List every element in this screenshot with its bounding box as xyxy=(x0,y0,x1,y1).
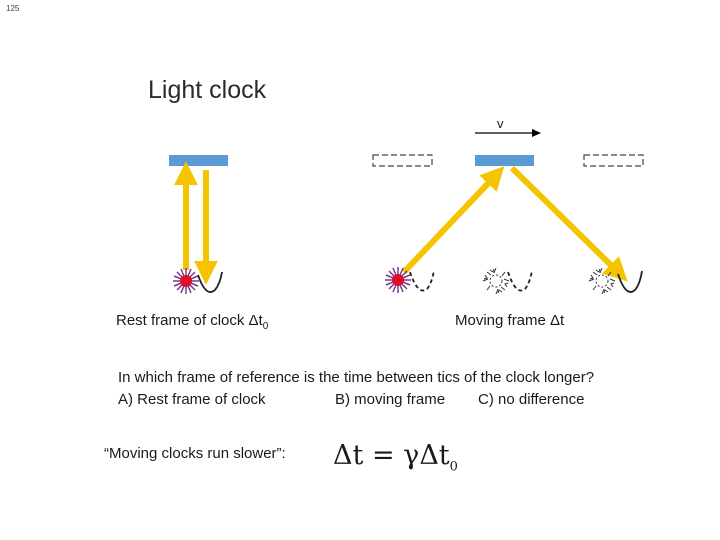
velocity-arrow xyxy=(475,129,541,137)
moving-frame-clock xyxy=(372,154,644,295)
moving-emitter-burst-icon xyxy=(385,267,411,293)
rest-emitter-burst-icon xyxy=(173,268,199,294)
burst-outline-icon-right xyxy=(588,267,616,295)
moving-light-ray-up xyxy=(401,166,505,275)
rest-detector-icon xyxy=(197,271,223,293)
velocity-label: v xyxy=(497,116,504,131)
moving-detector-icon-1 xyxy=(409,269,435,292)
burst-outline-icon-middle xyxy=(482,267,510,295)
rest-frame-caption: Rest frame of clock Δt0 xyxy=(116,312,269,332)
time-dilation-formula: Δt = γΔt0 xyxy=(333,440,458,474)
moving-frame-caption: Moving frame Δt xyxy=(455,312,565,329)
question-text: In which frame of reference is the time … xyxy=(118,369,595,386)
rest-mirror xyxy=(169,155,228,166)
moving-mirror xyxy=(475,155,534,166)
option-b: B) moving frame xyxy=(335,391,446,408)
option-a: A) Rest frame of clock xyxy=(118,391,266,408)
option-c: C) no difference xyxy=(478,391,585,408)
mirror-outline-right xyxy=(583,154,644,167)
formula-lhs: Δt xyxy=(333,440,364,471)
rest-frame-clock xyxy=(169,155,228,294)
formula-rhs-subscript: 0 xyxy=(449,459,458,475)
moving-detector-icon-2 xyxy=(507,269,533,292)
mirror-outline-left xyxy=(372,154,433,167)
formula-gamma: γ xyxy=(403,440,420,471)
formula-rhs: Δt xyxy=(419,440,450,471)
moving-detector-icon-3 xyxy=(617,270,643,293)
slide-title: Light clock xyxy=(148,76,267,104)
moving-light-ray-down xyxy=(509,165,628,282)
rest-frame-subscript: 0 xyxy=(262,321,269,332)
formula-equals: = xyxy=(371,440,395,471)
slogan-text: “Moving clocks run slower”: xyxy=(104,445,286,462)
slide-number: 125 xyxy=(6,4,20,13)
